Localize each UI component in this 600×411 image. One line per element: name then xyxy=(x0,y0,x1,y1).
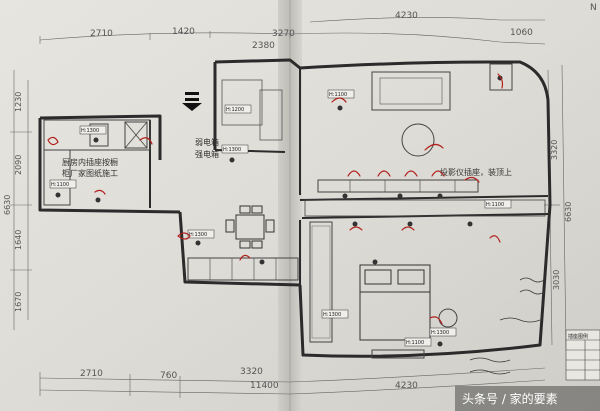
bottom-dim-4: 4230 xyxy=(395,381,418,391)
socket-symbols xyxy=(55,75,503,347)
watermark: 头条号 / 家的要素 xyxy=(462,391,558,406)
projector-note: 投影仪插座，装顶上 xyxy=(440,167,512,177)
top-mid-dim-4: 3270 xyxy=(272,29,295,39)
right-dim-1: 3320 xyxy=(550,140,559,160)
kitchen-counter-left xyxy=(43,149,71,206)
bottom-dim-total: 11400 xyxy=(250,381,279,391)
socket-tag-9: H:1100 xyxy=(406,340,424,346)
strong-electric-box-label: 强电箱 xyxy=(195,149,219,159)
socket-tag-7: H:1100 xyxy=(486,202,504,208)
left-dim-1: 1230 xyxy=(14,92,23,112)
bedroom-wardrobe xyxy=(309,221,333,343)
kitchen-counter-top xyxy=(43,119,151,151)
top-mid-dim-5: 1060 xyxy=(510,28,533,38)
walls xyxy=(38,58,552,358)
left-dim-3: 1640 xyxy=(14,230,23,250)
kitchen-sink xyxy=(89,123,109,147)
bottom-dimension-lines xyxy=(39,367,546,398)
weak-electric-box-label: 弱电箱 xyxy=(195,137,219,147)
top-dimension-lines xyxy=(39,17,546,45)
legend-table xyxy=(565,329,600,381)
dining-table xyxy=(225,205,275,249)
bed xyxy=(359,264,431,341)
socket-tag-8: H:1300 xyxy=(323,312,341,318)
socket-tag-3: H:1300 xyxy=(223,147,241,153)
bedroom-bay-window xyxy=(371,349,425,359)
bottom-dim-1: 2710 xyxy=(80,369,103,379)
socket-tag-4: H:1200 xyxy=(226,107,244,113)
top-mid-dim-2: 1420 xyxy=(172,27,195,37)
bottom-dim-3: 3320 xyxy=(240,367,263,377)
socket-tag-5: H:1300 xyxy=(189,232,207,238)
wardrobe-small xyxy=(259,89,283,141)
socket-tag-2: H:1100 xyxy=(51,182,69,188)
balcony-fixture xyxy=(489,63,513,91)
bottom-dim-2: 760 xyxy=(160,371,177,381)
red-hand-marks xyxy=(47,73,504,325)
top-mid-dim-3: 2380 xyxy=(252,41,275,51)
kitchen-stove xyxy=(124,121,148,149)
top-mid-dim-1: 2710 xyxy=(90,29,113,39)
watermark-bg xyxy=(455,386,600,411)
sofa xyxy=(371,71,451,111)
socket-tag-1: H:1300 xyxy=(81,128,99,134)
left-dimension-lines xyxy=(10,70,32,330)
right-dim-2: 3030 xyxy=(552,270,561,290)
corner-label: N xyxy=(590,3,597,13)
right-dim-total: 6630 xyxy=(564,202,573,222)
left-dim-4: 1670 xyxy=(14,292,23,312)
entrance-arrow-icon xyxy=(182,92,202,111)
legend-title: 插座图例 xyxy=(568,333,588,340)
handwritten-notes xyxy=(469,277,545,375)
left-dim-2: 2090 xyxy=(14,155,23,175)
tv-cabinet xyxy=(317,179,479,193)
bedroom-chair xyxy=(438,308,458,328)
corridor-cabinet xyxy=(187,257,299,281)
socket-tags: H:1300 H:1100 H:1300 H:1200 H:1300 H:110… xyxy=(49,89,512,347)
kitchen-note-2: 柜厂家图纸施工 xyxy=(62,168,118,178)
partition-cabinet xyxy=(304,199,546,217)
coffee-table xyxy=(401,123,435,157)
top-outer-dim-1: 4230 xyxy=(395,11,418,21)
left-dim-total: 6630 xyxy=(3,195,12,215)
socket-tag-6: H:1100 xyxy=(329,92,347,98)
small-room-fixture xyxy=(221,79,263,126)
socket-tag-10: H:1300 xyxy=(431,330,449,336)
kitchen-note-1: 厨房内插座按橱 xyxy=(62,157,118,167)
